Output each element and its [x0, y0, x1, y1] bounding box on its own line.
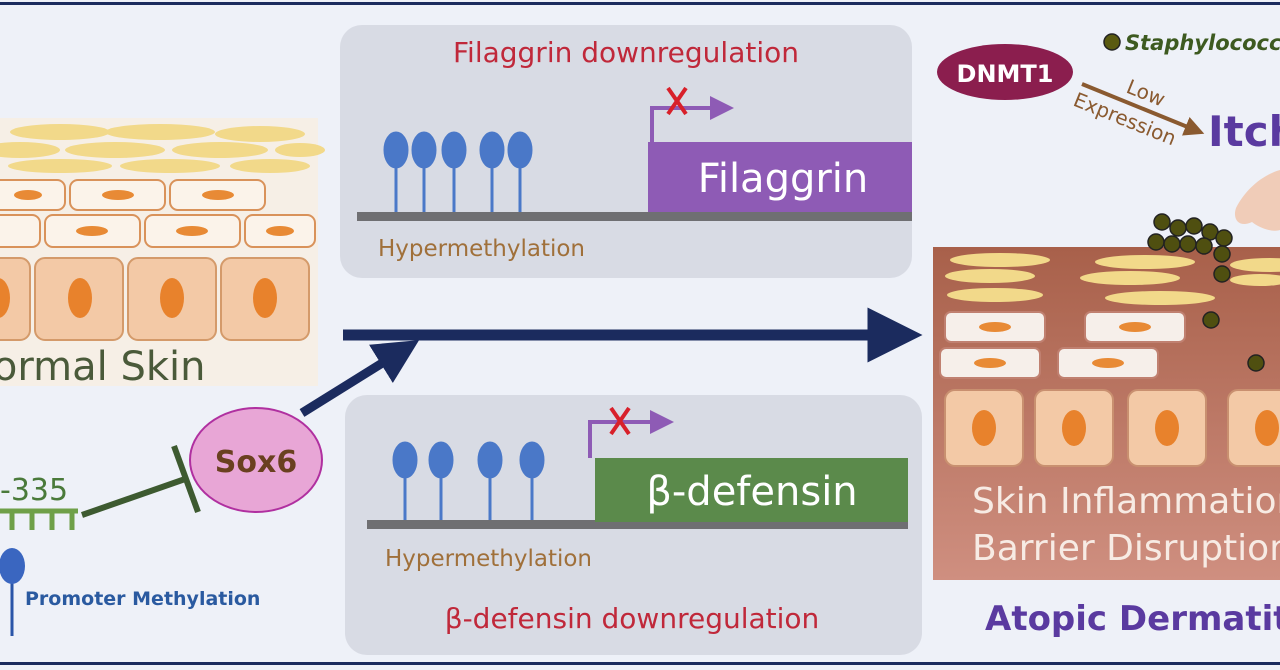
promoter-methylation-legend: Promoter Methylation: [0, 548, 260, 636]
methylation-lollipop-icon: [0, 548, 25, 584]
bacteria-label: Staphylococcus: [1125, 31, 1280, 55]
defensin-gene-box: [595, 458, 908, 522]
mirna-label: -335: [0, 473, 68, 508]
normal-skin-label: Normal Skin: [0, 344, 205, 390]
dnmt1-node: [937, 44, 1073, 100]
sox6-label: Sox6: [215, 445, 297, 480]
scratching-hand-icon: [1234, 170, 1280, 231]
low-expression-arrow: [1081, 82, 1205, 136]
blocked-x-icon: [666, 86, 688, 116]
inhibition-line: [81, 444, 201, 518]
bacteria-icon: [1103, 33, 1121, 51]
defensin-gene-label: β-defensin: [646, 469, 857, 515]
filaggrin-gene-box: [648, 142, 912, 212]
itch-label: Itch: [1208, 107, 1280, 156]
mirna-group: -335: [0, 444, 201, 530]
filaggrin-title: Filaggrin downregulation: [453, 36, 799, 69]
blocked-x-icon: [609, 406, 631, 436]
methylation-marks: [392, 441, 545, 520]
promoter-methylation-label: Promoter Methylation: [25, 588, 260, 610]
defensin-title: β-defensin downregulation: [445, 602, 820, 635]
skin-inflammation-label: Skin Inflammation: [972, 481, 1280, 522]
filaggrin-methylation-label: Hypermethylation: [378, 236, 585, 262]
defensin-panel: β-defensin Hypermethylation β-defensin d…: [345, 395, 922, 655]
atopic-dermatitis-label: Atopic Dermatitis: [985, 599, 1280, 639]
sox6-arrow: [299, 340, 420, 417]
methylation-marks: [383, 131, 533, 212]
filaggrin-panel: Filaggrin downregulation Filaggrin Hyper…: [340, 25, 912, 278]
top-border: [0, 2, 1280, 5]
transcription-arrow: [650, 96, 734, 142]
bottom-border: [0, 662, 1280, 665]
dnmt1-label: DNMT1: [957, 60, 1054, 88]
transcription-arrow: [588, 410, 674, 458]
bacteria-cluster: [1147, 213, 1265, 372]
atopic-skin-panel: Skin Inflammation Barrier Disruption: [933, 247, 1280, 580]
dna-strand: [357, 212, 912, 221]
normal-skin-panel: Normal Skin: [0, 118, 325, 390]
sox6-node: [189, 407, 323, 513]
low-label: Low: [1123, 74, 1169, 111]
filaggrin-gene-label: Filaggrin: [698, 156, 869, 202]
dna-strand: [367, 520, 908, 529]
defensin-methylation-label: Hypermethylation: [385, 546, 592, 572]
barrier-disruption-label: Barrier Disruption: [972, 528, 1280, 569]
mirna-strand-icon: [0, 508, 78, 530]
